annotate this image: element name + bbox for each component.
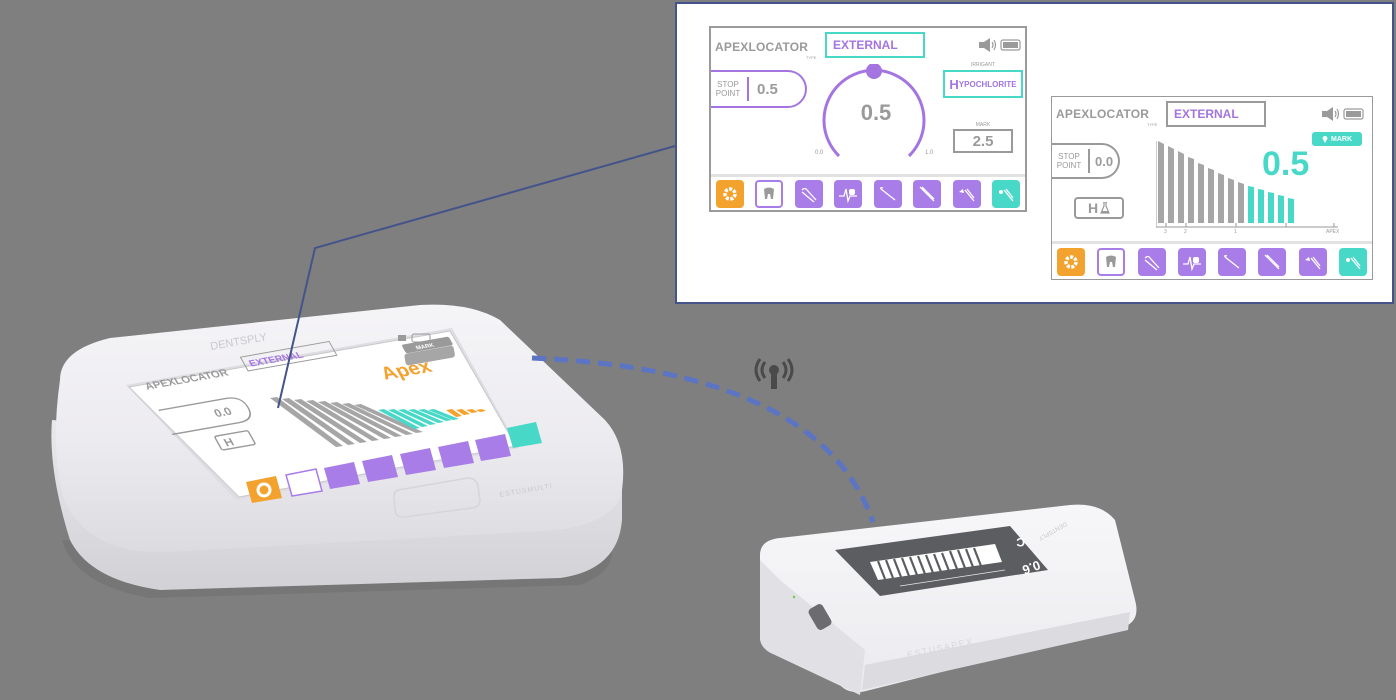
tooth-pulse-icon[interactable] xyxy=(834,179,863,208)
gauge-min-label: 0.0 xyxy=(815,150,824,156)
file-instrument-icon[interactable] xyxy=(873,179,902,208)
axis-tick-1: 1 xyxy=(1234,229,1237,235)
axis-tick-3: 3 xyxy=(1164,229,1167,235)
settings-gear-icon[interactable] xyxy=(1057,247,1085,276)
stop-point-divider xyxy=(747,77,749,101)
axis-tick-2: 2 xyxy=(1184,229,1187,235)
wireless-signal-icon xyxy=(754,358,794,389)
device-toolbar xyxy=(246,422,542,503)
irrigant-button[interactable]: H xyxy=(1074,197,1124,219)
mark-label: MARK xyxy=(975,122,991,128)
handpiece-icon[interactable] xyxy=(794,179,823,208)
device-bar-chart xyxy=(270,397,486,447)
file-holder-icon[interactable] xyxy=(1338,247,1367,276)
stop-point-value: 0.0 xyxy=(1095,153,1114,169)
estus-apex-device: C 0.6 ESTUSAPEX DENTSPLY xyxy=(760,504,1137,695)
handpiece-icon[interactable] xyxy=(1137,247,1166,276)
screen-title: APEXLOCATOR xyxy=(1056,107,1150,121)
location-pin-icon xyxy=(1322,136,1328,143)
tooth-mode-icon[interactable] xyxy=(1097,247,1126,276)
speaker-icon[interactable] xyxy=(1322,107,1366,121)
estus-multi-device: DENTSPLY ESTUSMULTI APEXLOCATOR EXTERNAL… xyxy=(51,304,624,590)
lip-clip-icon[interactable] xyxy=(952,179,981,208)
screen-a-toolbar xyxy=(711,174,1025,210)
depth-bar-chart xyxy=(1156,141,1338,228)
type-select[interactable]: EXTERNAL xyxy=(1166,101,1266,127)
apex-screen-value: 0.6 xyxy=(1020,557,1042,577)
mark-button[interactable]: MARK xyxy=(1312,132,1362,146)
file-holder-icon[interactable] xyxy=(991,179,1020,208)
stop-point-divider xyxy=(1088,149,1090,173)
clip-instrument-icon[interactable] xyxy=(1258,247,1287,276)
stop-point-value: 0.5 xyxy=(757,80,778,98)
irrigant-label: IRRIGANT xyxy=(971,62,995,68)
tooth-pulse-icon[interactable] xyxy=(1177,247,1206,276)
gauge-handle xyxy=(866,64,882,79)
reading-value: 0.5 xyxy=(1262,145,1310,183)
settings-gear-icon[interactable] xyxy=(716,179,744,208)
file-instrument-icon[interactable] xyxy=(1218,247,1247,276)
mark-value-field[interactable]: 2.5 xyxy=(953,129,1013,153)
gauge-arc[interactable] xyxy=(819,64,929,164)
battery-icon xyxy=(1000,39,1021,51)
speaker-icon[interactable] xyxy=(979,38,1023,52)
type-label: TYPE xyxy=(1147,122,1158,127)
flask-icon xyxy=(1100,202,1110,214)
type-label: TYPE xyxy=(806,55,817,60)
tooth-mode-icon[interactable] xyxy=(755,179,784,208)
axis-tick-apex: APEX xyxy=(1326,229,1340,235)
gauge-max-label: 1.0 xyxy=(925,150,934,156)
type-select[interactable]: EXTERNAL xyxy=(825,32,925,58)
lip-clip-icon[interactable] xyxy=(1298,247,1327,276)
screen-title: APEXLOCATOR xyxy=(715,40,809,54)
device-stop-point-value: 0.0 xyxy=(211,405,235,420)
battery-icon xyxy=(1343,108,1364,120)
clip-instrument-icon[interactable] xyxy=(913,179,942,208)
gauge-value: 0.5 xyxy=(860,100,892,125)
screen-b-toolbar xyxy=(1052,241,1372,279)
apex-screen-mode: C xyxy=(1016,535,1025,549)
